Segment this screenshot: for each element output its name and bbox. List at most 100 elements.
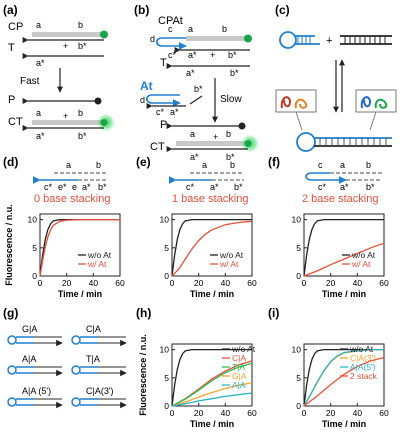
panel-f-label: (f) <box>268 155 280 169</box>
hairpin-loop-icon <box>296 132 316 152</box>
y-tick-label: 10 <box>160 215 170 225</box>
fluorophore-icon <box>244 34 252 43</box>
domain-label: c <box>318 160 323 170</box>
domain-label: a* <box>340 182 349 192</box>
x-axis-label: Time / min <box>322 419 366 429</box>
domain-label: b* <box>228 50 237 60</box>
strand-ct <box>176 141 246 146</box>
y-tick-label: 5 <box>164 243 169 253</box>
hairpin-loop-icon <box>71 365 81 375</box>
fluorophore-icon <box>100 30 108 39</box>
domain-label: a* <box>36 58 45 68</box>
y-tick-label: 5 <box>32 243 37 253</box>
inset-pointer <box>369 111 377 131</box>
panel-g: (g) <box>3 306 18 320</box>
hairpin-loop-icon <box>7 335 17 345</box>
legend-label: A|A <box>232 380 246 390</box>
series-line <box>171 382 253 407</box>
series-line <box>303 348 384 407</box>
domain-label: e* <box>58 182 67 192</box>
panel-b-label: (b) <box>134 3 149 17</box>
quencher-icon <box>94 97 102 105</box>
domain-label: b* <box>78 41 87 51</box>
domain-label: c* <box>156 107 165 117</box>
junction-item: A|A (5') <box>7 386 63 409</box>
y-tick-label: 10 <box>160 345 170 355</box>
x-axis-label: Time / min <box>58 289 102 299</box>
legend-label: w/ At <box>87 259 107 269</box>
panel-e-label: (e) <box>136 155 151 169</box>
y-axis-label: Fluorescence / n.u. <box>4 204 14 286</box>
junction-item: C|A <box>71 324 127 347</box>
fluorophore-icon <box>244 140 252 147</box>
legend-label: w/o At <box>231 344 256 354</box>
junction-label: C|A <box>86 324 101 334</box>
y-tick-label: 0 <box>164 271 169 281</box>
legend-label: w/o At <box>87 250 112 260</box>
legend-label: w/o At <box>349 344 374 354</box>
domain-label: e <box>72 182 77 192</box>
x-tick-label: 0 <box>170 278 175 288</box>
series-line <box>303 356 385 407</box>
series-line <box>171 220 253 277</box>
legend-label: 2 stack <box>350 371 378 381</box>
junction-item: A|A <box>7 354 63 377</box>
panel-e-header: (e) a b c* a* b* 1 base stacking <box>136 155 248 205</box>
series-line <box>39 218 120 277</box>
domain-label: b <box>230 160 235 170</box>
series-line <box>171 218 252 277</box>
junction-item: C|A(3') <box>71 386 127 409</box>
strand-label-ct: CT <box>8 116 23 128</box>
junction-label: C|A(3') <box>86 386 114 396</box>
plus-sign: + <box>210 50 215 60</box>
y-tick-label: 10 <box>292 215 302 225</box>
x-tick-label: 40 <box>353 408 363 418</box>
x-tick-label: 40 <box>353 278 363 288</box>
strand-label-t: T <box>160 57 167 69</box>
junction-label: T|A <box>86 354 100 364</box>
series-line <box>303 218 384 277</box>
plot-frame <box>171 343 253 407</box>
base-icon <box>294 98 308 109</box>
hairpin-loop-icon <box>7 397 17 407</box>
plot-frame <box>39 213 121 277</box>
x-tick-label: 60 <box>247 408 257 418</box>
stack-label: 2 base stacking <box>302 193 378 205</box>
legend-label: w/ At <box>219 259 239 269</box>
y-tick-label: 5 <box>296 243 301 253</box>
series-line <box>303 242 385 277</box>
domain-label: c* <box>318 182 327 192</box>
hairpin-loop-icon <box>7 365 17 375</box>
domain-label: a <box>188 24 193 34</box>
plus-sign: + <box>63 41 68 51</box>
domain-label: b <box>78 108 83 118</box>
strand-label-cpat: CPAt <box>158 15 183 27</box>
domain-label: b* <box>98 182 107 192</box>
panel-a: (a) CP a b T + b* a* Fast P CT a + b a* … <box>3 3 115 141</box>
x-tick-label: 0 <box>302 408 307 418</box>
strand-ct <box>32 120 102 125</box>
arrow-text-fast: Fast <box>20 76 40 87</box>
panel-c: (c) + <box>275 3 397 152</box>
legend-label: w/o At <box>219 250 244 260</box>
stack-label: 1 base stacking <box>172 193 248 205</box>
domain-label: b* <box>194 84 203 94</box>
hairpin-loop-icon <box>71 397 81 407</box>
domain-label: b <box>226 129 231 139</box>
series-line <box>303 348 384 407</box>
strand-cpat <box>186 36 246 41</box>
base-icon <box>280 96 292 109</box>
arrow-text-slow: Slow <box>220 94 242 105</box>
series-line <box>171 392 253 407</box>
y-tick-label: 0 <box>296 401 301 411</box>
junction-label: A|A (5') <box>22 386 51 396</box>
x-axis-label: Time / min <box>322 289 366 299</box>
domain-label: b <box>96 160 101 170</box>
y-tick-label: 5 <box>164 373 169 383</box>
domain-label: c <box>168 24 173 34</box>
hairpin-loop-icon <box>145 94 153 104</box>
